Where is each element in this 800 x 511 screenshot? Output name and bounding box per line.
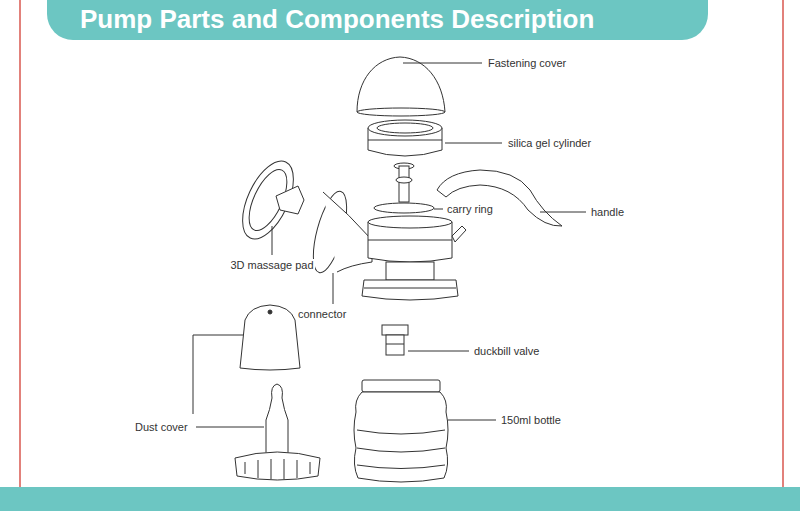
collar-grip bbox=[245, 459, 310, 479]
dust-cover-dot bbox=[268, 310, 272, 314]
leader-line bbox=[434, 209, 443, 210]
silica-gel-cylinder-line bbox=[368, 140, 442, 141]
part-label: duckbill valve bbox=[473, 345, 540, 358]
leader-line bbox=[540, 212, 586, 213]
part-label: carry ring bbox=[446, 203, 494, 216]
handle bbox=[437, 170, 562, 226]
fastening-cover bbox=[357, 57, 445, 112]
part-label: silica gel cylinder bbox=[507, 137, 592, 150]
leader-line bbox=[193, 335, 243, 414]
bottle-rim bbox=[362, 380, 440, 392]
connector-line bbox=[368, 240, 452, 241]
connector-thread bbox=[362, 280, 458, 300]
title-band bbox=[47, 0, 708, 40]
silica-gel-cylinder-top bbox=[368, 120, 442, 136]
footer-band bbox=[0, 487, 800, 511]
part-label: Dust cover bbox=[134, 421, 189, 434]
leader-line bbox=[408, 351, 469, 352]
connector-thread-line bbox=[364, 288, 456, 289]
leader-line bbox=[272, 226, 273, 255]
leader-line bbox=[403, 63, 482, 64]
leader-line bbox=[196, 427, 264, 428]
massage-pad bbox=[232, 153, 304, 246]
part-label: handle bbox=[590, 206, 625, 219]
nipple bbox=[266, 384, 288, 455]
leader-line bbox=[445, 143, 502, 144]
part-label: 150ml bottle bbox=[500, 414, 562, 427]
duckbill-valve-top bbox=[382, 325, 408, 335]
silica-gel-cylinder-inner bbox=[377, 123, 433, 133]
carry-ring-disc bbox=[374, 203, 434, 213]
bottle-ridge bbox=[357, 430, 445, 469]
part-label: connector bbox=[297, 308, 347, 321]
leader-lines bbox=[193, 63, 586, 427]
title: Pump Parts and Components Description bbox=[80, 4, 594, 34]
part-label: Fastening cover bbox=[487, 57, 567, 70]
dust-cover bbox=[240, 305, 300, 370]
leader-line bbox=[333, 273, 334, 304]
bottle-body bbox=[354, 392, 448, 482]
frame-line bbox=[782, 0, 784, 487]
duckbill-valve-body bbox=[386, 335, 404, 355]
part-label: 3D massage pad bbox=[229, 259, 314, 272]
carry-ring-collar bbox=[396, 177, 412, 183]
carry-ring-stem bbox=[399, 166, 409, 202]
leader-line bbox=[448, 420, 496, 421]
nipple-collar bbox=[235, 452, 320, 480]
fastening-cover-rim bbox=[357, 108, 445, 116]
connector-rim bbox=[368, 216, 452, 228]
massage-pad-neck bbox=[276, 186, 304, 214]
connector-neck bbox=[386, 262, 434, 280]
duckbill-valve-line bbox=[386, 344, 404, 345]
frame-line bbox=[19, 0, 21, 487]
connector-funnel-body bbox=[323, 192, 372, 272]
connector-lever bbox=[452, 226, 466, 242]
